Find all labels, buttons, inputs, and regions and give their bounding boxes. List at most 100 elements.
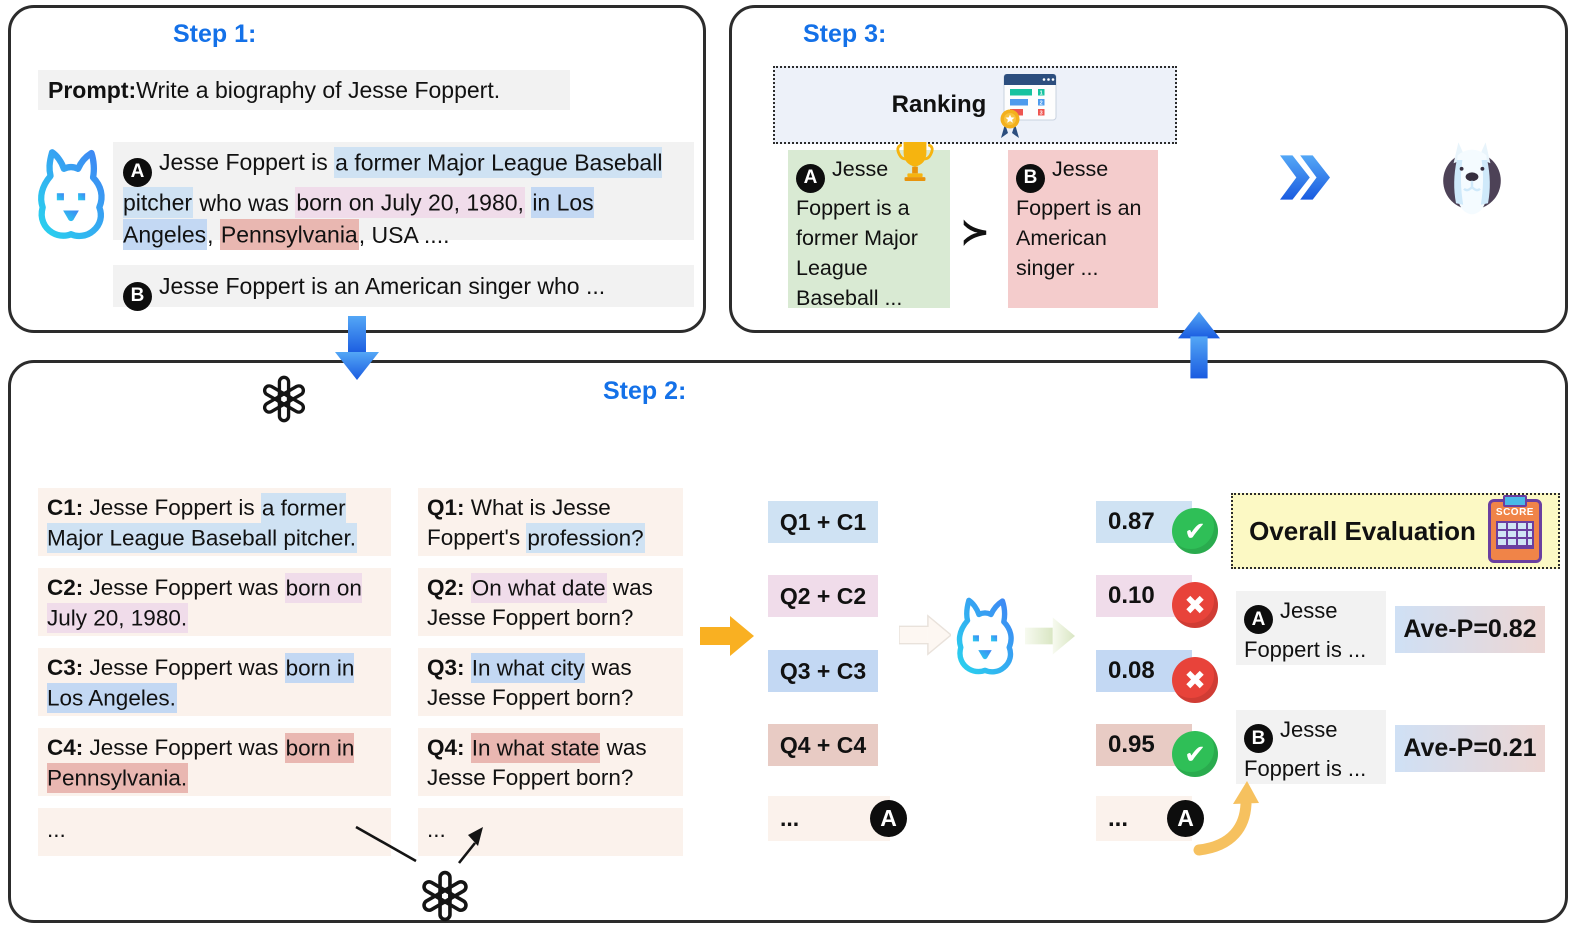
text-segment: In what state [470, 732, 601, 763]
score-2-value: 0.10 [1108, 582, 1155, 609]
step2-panel: Step 2: C1: Jesse Foppert is a former Ma… [8, 360, 1568, 923]
gpt-icon-top [259, 374, 309, 429]
text-segment [465, 655, 471, 680]
pair-q1c1: Q1 + C1 [768, 501, 878, 543]
pair-q2c2-label: Q2 + C2 [779, 582, 867, 609]
claim-c2-text: Jesse Foppert was born on July 20, 1980. [47, 572, 362, 633]
check-icon: ✔ [1172, 508, 1218, 554]
green-arrow-icon [1025, 615, 1075, 662]
score-3: 0.08 ✖ [1096, 650, 1218, 703]
alpaca-icon [1432, 134, 1512, 223]
response-a-text: Jesse Foppert is a former Major League B… [123, 146, 663, 250]
text-segment: , [207, 221, 220, 248]
claim-c1-text: Jesse Foppert is a former Major League B… [47, 492, 357, 553]
step2-to-step3-arrow [1178, 308, 1220, 387]
score-more-badge: A [1167, 800, 1204, 837]
claims-to-gpt-line [341, 815, 501, 880]
claim-more-text: ... [47, 817, 66, 842]
step3-panel: Step 3: Ranking 1 2 3 [729, 5, 1568, 333]
text-segment: What is Jesse Foppert's [427, 495, 611, 550]
text-segment: Jesse Foppert is an American singer who … [159, 273, 606, 299]
cross-icon: ✖ [1172, 582, 1218, 628]
overall-evaluation-title: Overall Evaluation [1249, 515, 1476, 546]
prompt-text: Write a biography of Jesse Foppert. [136, 76, 501, 103]
clipboard-grid [1495, 521, 1534, 549]
ranking-label: Ranking [891, 91, 987, 118]
claim-c3-label: C3: [47, 655, 84, 680]
claim-c2: C2: Jesse Foppert was born on July 20, 1… [38, 568, 391, 636]
score-1: 0.87 ✔ [1096, 501, 1218, 554]
claim-c4: C4: Jesse Foppert was born in Pennsylvan… [38, 728, 391, 796]
claim-c4-text: Jesse Foppert was born in Pennsylvania. [47, 732, 355, 793]
step3-title: Step 3: [803, 20, 887, 48]
cross-icon: ✖ [1172, 657, 1218, 703]
question-q3: Q3: In what city was Jesse Foppert born? [418, 648, 683, 716]
card-b-badge: B [1016, 163, 1045, 193]
question-q3-label: Q3: [427, 655, 465, 680]
text-segment: In what city [470, 652, 586, 683]
pair-q3c3: Q3 + C3 [768, 650, 878, 692]
response-b-text: Jesse Foppert is an American singer who … [159, 273, 605, 299]
result-a-text: Jesse Foppert is ... [1244, 598, 1367, 662]
text-segment: who was [193, 189, 296, 216]
question-q2: Q2: On what date was Jesse Foppert born? [418, 568, 683, 636]
text-segment: ... [427, 817, 446, 842]
text-segment: was Jesse Foppert born? [427, 655, 634, 710]
response-b-badge: B [123, 281, 152, 311]
step1-panel: Step 1: Prompt: Write a biography of Jes… [8, 5, 706, 333]
pair-q4c4-label: Q4 + C4 [779, 731, 867, 758]
text-segment: was Jesse Foppert born? [427, 735, 647, 790]
ave-p-b: Ave-P=0.21 [1395, 725, 1545, 772]
text-segment: Jesse Foppert was [83, 575, 285, 600]
gpt-icon-bottom [418, 869, 472, 928]
response-a-badge: A [123, 157, 152, 187]
claim-more: ... [38, 808, 391, 856]
rank-number-2: 2 [1040, 100, 1043, 106]
result-a-badge: A [1244, 605, 1273, 634]
text-segment: born on July 20, 1980, [295, 187, 525, 218]
card-a-text: Jesse Foppert is a former Major League B… [796, 157, 918, 310]
pair-q3c3-label: Q3 + C3 [779, 657, 867, 684]
score-1-value: 0.87 [1108, 508, 1155, 535]
llama-icon [31, 146, 111, 242]
text-segment: Jesse Foppert was [83, 655, 285, 680]
text-segment: Pennsylvania [219, 219, 359, 250]
text-segment: Jesse Foppert is [83, 495, 261, 520]
pair-q1c1-label: Q1 + C1 [779, 508, 867, 535]
score-4: 0.95 ✔ [1096, 724, 1218, 777]
question-q1: Q1: What is Jesse Foppert's profession? [418, 488, 683, 556]
result-b-badge: B [1244, 724, 1273, 753]
ranking-box: Ranking 1 2 3 [773, 66, 1177, 144]
trophy-icon [896, 140, 934, 190]
overall-evaluation-box: Overall Evaluation SCORE [1231, 493, 1560, 569]
question-q4-text: In what state was Jesse Foppert born? [427, 732, 647, 790]
question-q2-text: On what date was Jesse Foppert born? [427, 572, 653, 630]
question-q4-label: Q4: [427, 735, 465, 760]
text-segment: On what date [470, 572, 607, 603]
double-chevron-icon [1280, 155, 1330, 205]
text-segment: Jesse Foppert was [83, 735, 285, 760]
question-q1-text: What is Jesse Foppert's profession? [427, 495, 645, 553]
claim-c1-label: C1: [47, 495, 84, 520]
question-more: ... [418, 808, 683, 856]
yellow-arrow-icon [700, 616, 754, 661]
score-2: 0.10 ✖ [1096, 575, 1218, 628]
pair-q4c4: Q4 + C4 [768, 724, 878, 766]
ave-p-a: Ave-P=0.82 [1395, 606, 1545, 653]
llama-scorer-icon [951, 595, 1019, 682]
question-q1-label: Q1: [427, 495, 465, 520]
claim-c4-label: C4: [47, 735, 84, 760]
claim-c3-text: Jesse Foppert was born in Los Angeles. [47, 652, 355, 713]
card-b-text: Jesse Foppert is an American singer ... [1016, 157, 1142, 280]
white-arrow-icon [898, 613, 953, 662]
text-segment: Jesse Foppert is [159, 149, 335, 175]
text-segment [465, 575, 471, 600]
text-segment: ... [47, 817, 66, 842]
step2-title: Step 2: [603, 377, 687, 405]
card-a-badge: A [796, 163, 825, 193]
